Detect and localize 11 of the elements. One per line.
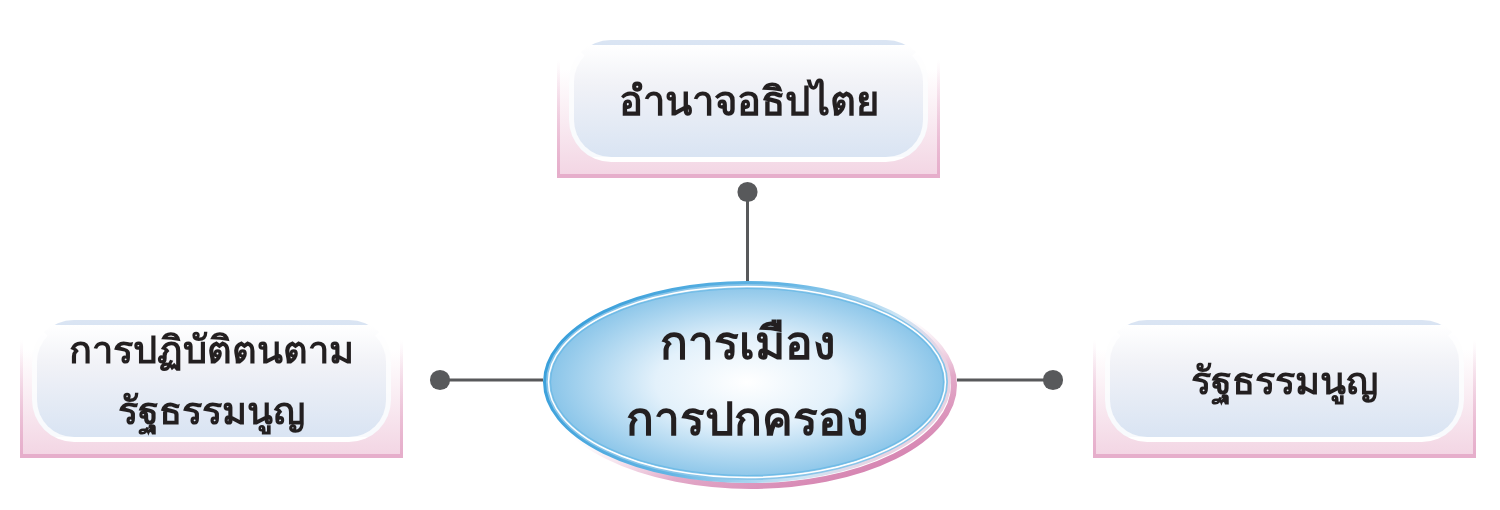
node-label: การเมือง การปกครอง [625, 315, 869, 448]
connector-line [429, 369, 543, 391]
node-label: รัฐธรรมนูญ [1133, 350, 1436, 412]
node-label: การปฏิบัติตนตาม รัฐธรรมนูญ [60, 320, 363, 442]
topic-box [20, 320, 403, 458]
topic-box [557, 40, 940, 178]
node-label: อำนาจอธิปไตย [617, 77, 880, 126]
connector-line [957, 369, 1064, 391]
topic-box [1093, 320, 1476, 458]
central-ellipse [543, 281, 957, 489]
connector-line [737, 181, 758, 281]
